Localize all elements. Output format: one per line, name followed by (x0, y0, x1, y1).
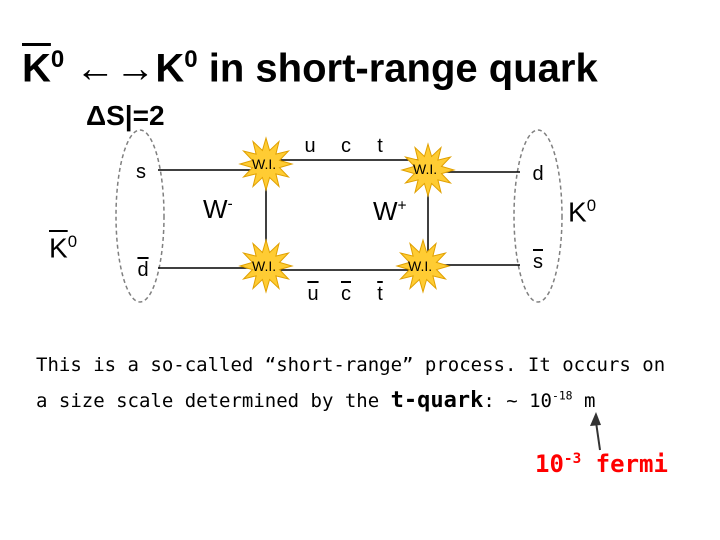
vertex-label-bottom-left: W.I. (252, 258, 277, 274)
quark-label-right-bottom: s (533, 251, 543, 273)
vertex-burst-bottom-left (238, 238, 294, 294)
quark-label-bottom-c: c (341, 283, 351, 305)
title-rest: in short-range quark (197, 46, 598, 91)
title-arrow: ←→ (75, 46, 156, 91)
quark-label-bottom-t: t (377, 283, 383, 305)
left-meson-oval (115, 129, 165, 303)
caption-line-1: This is a so-called “short-range” proces… (36, 354, 666, 376)
annotation-pointer-head (590, 412, 601, 426)
boson-label-w-plus: W+ (373, 196, 407, 226)
quark-label-bottom-u: u (307, 283, 318, 305)
quark-label-top-c: c (341, 135, 351, 157)
annotation-pointer-line (595, 421, 601, 451)
right-meson-oval (513, 129, 563, 303)
quark-label-left-top: s (136, 161, 146, 183)
page-title: K0 ←→K0 in short-range quark (22, 46, 598, 91)
meson-label-right: K0 (568, 196, 597, 228)
quark-label-top-u: u (304, 135, 315, 157)
vertex-label-top-left: W.I. (252, 156, 277, 172)
title-k-sup: 0 (184, 46, 198, 73)
vertex-label-top-right: W.I. (413, 161, 438, 177)
annotation-fermi: 10-3 fermi (535, 450, 668, 478)
vertex-label-bottom-right: W.I. (408, 258, 433, 274)
boson-label-w-minus: W- (203, 194, 233, 224)
vertex-burst-top-left (238, 136, 294, 192)
title-kbar: K (22, 46, 51, 91)
vertex-burst-bottom-right (395, 238, 451, 294)
vertex-burst-top-right (400, 142, 456, 198)
delta-s-label: ΔS|=2 (86, 100, 165, 131)
quark-label-left-bottom: d (137, 259, 148, 281)
quark-label-top-t: t (377, 135, 383, 157)
quark-label-right-top: d (532, 163, 543, 185)
meson-label-left: K0 (49, 232, 78, 264)
title-k: K (155, 46, 185, 91)
title-kbar-sup: 0 (50, 46, 65, 73)
caption-line-2: a size scale determined by the t-quark: … (36, 388, 596, 413)
